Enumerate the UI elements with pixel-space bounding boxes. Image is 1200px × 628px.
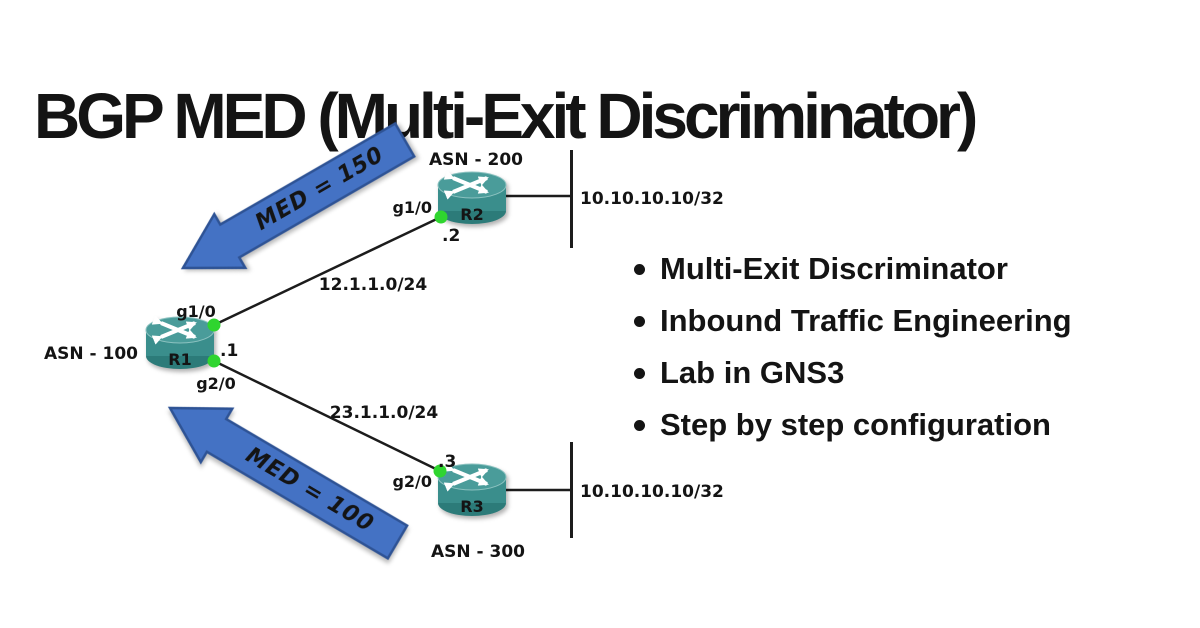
r2-g1-0-dot <box>434 210 448 224</box>
list-item-label: Inbound Traffic Engineering <box>660 303 1072 338</box>
med-100-label: MED = 100 <box>241 443 378 538</box>
r2-asn-label: ASN - 200 <box>429 150 523 170</box>
router-r2-name: R2 <box>460 205 483 224</box>
list-item: Step by step configuration <box>634 399 1194 451</box>
r2-lan-label: 10.10.10.10/32 <box>580 189 724 209</box>
r3-asn-label: ASN - 300 <box>431 542 525 562</box>
router-r1: R1 <box>146 317 214 369</box>
r2-interface-label: g1/0 <box>392 198 432 217</box>
network-diagram: MED = 150 MED = 100 R2 R1 R3 ASN - 200 g… <box>44 121 724 562</box>
link-bottom-subnet-label: 23.1.1.0/24 <box>330 403 439 423</box>
r1-ip-label: .1 <box>220 341 238 361</box>
page-title: BGP MED (Multi-Exit Discriminator) <box>34 79 978 152</box>
r1-interface-bottom-label: g2/0 <box>196 374 236 393</box>
router-r3-name: R3 <box>460 497 483 516</box>
r3-lan-label: 10.10.10.10/32 <box>580 482 724 502</box>
list-item-label: Multi-Exit Discriminator <box>660 251 1008 286</box>
list-item: Inbound Traffic Engineering <box>634 295 1194 347</box>
bullet-icon <box>634 419 645 431</box>
router-r2: R2 <box>438 172 506 224</box>
list-item-label: Step by step configuration <box>660 407 1051 442</box>
bullet-icon <box>634 367 645 379</box>
r1-asn-label: ASN - 100 <box>44 344 138 364</box>
link-top-subnet-label: 12.1.1.0/24 <box>319 275 428 295</box>
r1-g2-0-dot <box>207 354 221 368</box>
r3-ip-label: .3 <box>438 452 456 472</box>
r1-g1-0-dot <box>207 318 221 332</box>
list-item-label: Lab in GNS3 <box>660 355 845 390</box>
r3-g2-0-dot <box>433 464 447 478</box>
link-r1-r3 <box>213 359 441 473</box>
r2-ip-label: .2 <box>442 226 460 246</box>
med-150-arrow: MED = 150 <box>180 121 416 270</box>
topics-list: Multi-Exit Discriminator Inbound Traffic… <box>634 243 1194 451</box>
bullet-icon <box>634 263 645 275</box>
list-item: Lab in GNS3 <box>634 347 1194 399</box>
r3-interface-label: g2/0 <box>392 472 432 491</box>
router-r3: R3 <box>438 464 506 516</box>
router-r1-name: R1 <box>168 350 191 369</box>
med-150-label: MED = 150 <box>251 142 388 236</box>
link-r1-r2 <box>213 215 442 327</box>
bullet-icon <box>634 315 645 327</box>
list-item: Multi-Exit Discriminator <box>634 243 1194 295</box>
r1-interface-top-label: g1/0 <box>176 302 216 321</box>
